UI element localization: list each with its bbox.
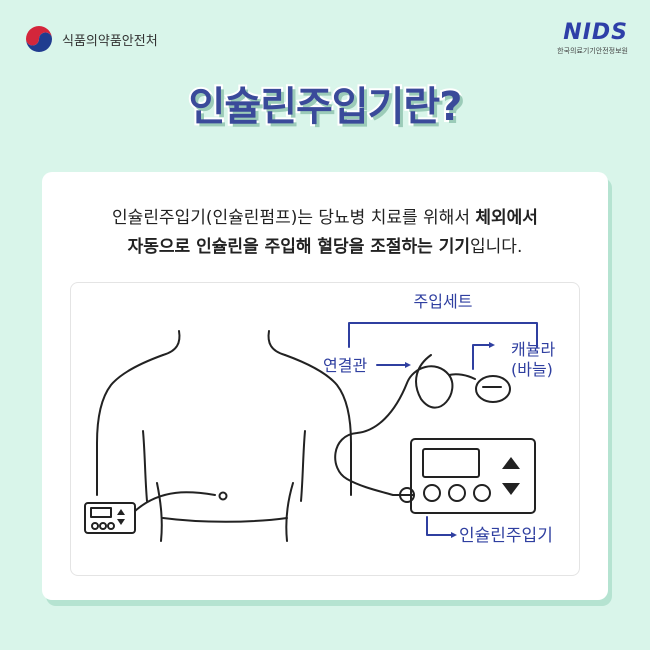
description-line1-bold: 체외에서 [475, 208, 538, 228]
torso-waist-right [285, 482, 294, 542]
label-insulin-pump: 인슐린주입기 [459, 526, 553, 546]
partner-name: 한국의료기기안전정보원 [557, 47, 628, 55]
torso-left-arm-inner [142, 430, 148, 502]
description-line1-text: 인슐린주입기(인슐린펌프)는 당뇨병 치료를 위해서 [112, 208, 476, 228]
infusion-set-bracket [348, 322, 538, 348]
description-line2-text: 입니다. [470, 237, 523, 257]
label-infusion-set: 주입세트 [414, 292, 473, 311]
torso-neck-left [162, 330, 181, 356]
torso-neck-right [267, 330, 286, 356]
partner-header: NIDS 한국의료기기안전정보원 [557, 22, 628, 56]
page-title: 인슐린주입기란? [187, 82, 465, 132]
body-tubing [134, 491, 216, 512]
torso-left-shoulder [96, 354, 164, 496]
cannula-tube [448, 373, 476, 380]
label-cannula-needle: (바늘) [511, 360, 553, 379]
cannula-disc [475, 375, 511, 403]
pump-arrow [426, 516, 452, 536]
body-infusion-site [218, 491, 228, 501]
large-pump-up-button [502, 457, 520, 469]
diagram-panel: 주입세트 연결관 캐뉼라 (바늘) 인슐린주입기 [70, 282, 580, 576]
large-pump-screen [422, 448, 480, 478]
agency-name: 식품의약품안전처 [62, 33, 158, 49]
government-emblem-icon [26, 26, 52, 52]
nids-logo: NIDS [563, 20, 628, 45]
agency-header: 식품의약품안전처 [24, 24, 158, 54]
content-card: 인슐린주입기(인슐린펌프)는 당뇨병 치료를 위해서 체외에서 자동으로 인슐린… [42, 172, 608, 600]
large-pump-body [410, 438, 536, 514]
torso-belt [162, 517, 288, 523]
torso-waist-left [156, 482, 163, 542]
label-cannula: 캐뉼라 [511, 340, 555, 359]
torso-right-shoulder [284, 354, 352, 496]
torso-right-arm-inner [300, 430, 306, 502]
large-pump-down-button [502, 483, 520, 495]
label-tubing: 연결관 [323, 356, 367, 375]
small-pump-screen [90, 507, 112, 518]
description: 인슐린주입기(인슐린펌프)는 당뇨병 치료를 위해서 체외에서 자동으로 인슐린… [42, 204, 608, 262]
cannula-arrow [472, 344, 490, 370]
tubing-coil [334, 354, 454, 496]
small-pump-body [84, 502, 136, 534]
description-line2-bold: 자동으로 인슐린을 주입해 혈당을 조절하는 기기 [127, 237, 471, 257]
insulin-pump-illustration: 주입세트 연결관 캐뉼라 (바늘) 인슐린주입기 [84, 292, 555, 546]
